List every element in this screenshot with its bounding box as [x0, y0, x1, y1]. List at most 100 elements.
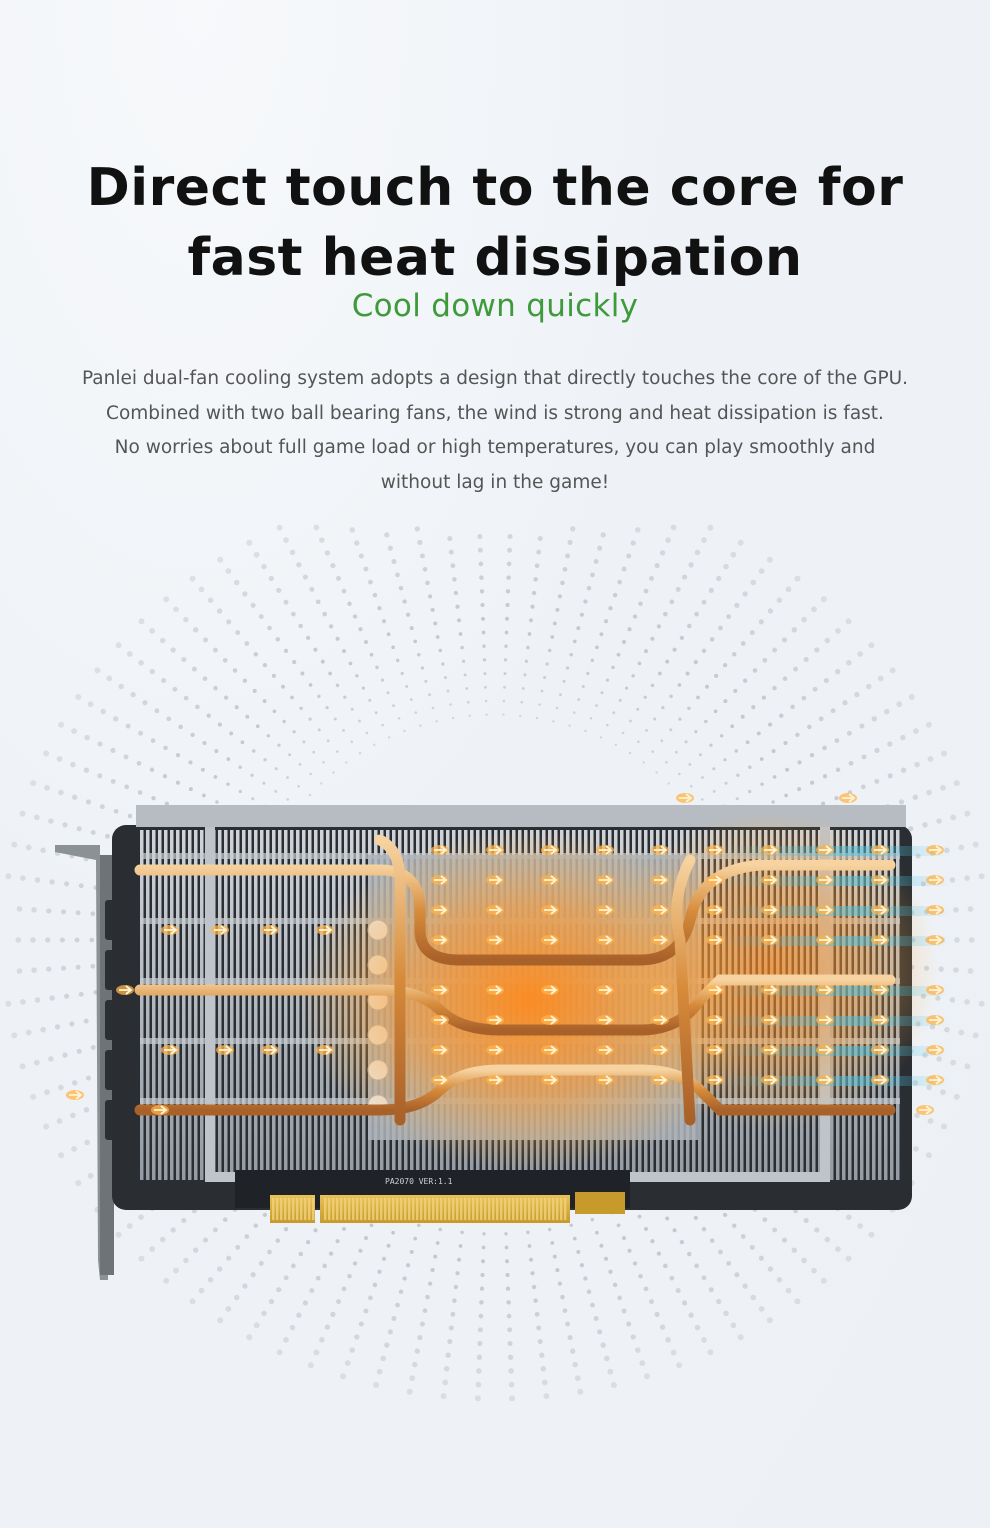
- feature-subtitle: Cool down quickly: [351, 288, 639, 324]
- burst-dot: [776, 1277, 783, 1283]
- burst-dot: [723, 699, 728, 704]
- burst-dot: [576, 626, 581, 631]
- burst-dot: [406, 612, 411, 617]
- burst-dot: [90, 1045, 96, 1050]
- arrow-head: [764, 1015, 778, 1025]
- headline-line-1: Direct touch to the core for: [86, 157, 904, 218]
- burst-dot: [576, 1249, 581, 1254]
- burst-dot: [766, 1317, 773, 1324]
- burst-dot: [226, 782, 230, 786]
- burst-dot: [771, 749, 776, 754]
- burst-dot: [207, 597, 214, 603]
- burst-dot: [283, 648, 289, 653]
- pcie-pin: [380, 1198, 383, 1220]
- pcie-pin: [280, 1198, 283, 1220]
- burst-dot: [794, 1298, 801, 1305]
- burst-dot: [682, 1300, 688, 1306]
- burst-dot: [733, 688, 738, 693]
- airflow-arrow-icon: [926, 1015, 944, 1025]
- airflow-arrow-icon: [651, 985, 669, 995]
- arrow-head: [654, 1045, 668, 1055]
- burst-dot: [822, 774, 828, 779]
- burst-dot: [707, 1349, 714, 1356]
- burst-dot: [644, 649, 648, 654]
- burst-dot: [175, 780, 180, 785]
- pcie-pin: [544, 1198, 547, 1220]
- burst-dot: [466, 700, 470, 704]
- burst-dot: [726, 614, 732, 620]
- burst-dot: [150, 738, 156, 743]
- burst-dot: [324, 1324, 331, 1330]
- burst-dot: [124, 784, 130, 790]
- burst-dot: [791, 627, 797, 633]
- burst-dot: [183, 1257, 189, 1264]
- burst-dot: [803, 656, 809, 663]
- airflow-arrow-icon: [816, 875, 834, 885]
- airflow-arrow-icon: [596, 985, 614, 995]
- burst-dot: [537, 1338, 543, 1345]
- burst-dot: [506, 1300, 511, 1305]
- arrow-head: [874, 1015, 888, 1025]
- burst-dot: [313, 647, 318, 652]
- burst-dot: [235, 630, 241, 636]
- burst-dot: [574, 1375, 581, 1382]
- burst-dot: [377, 606, 382, 611]
- burst-dot: [138, 1214, 144, 1220]
- burst-dot: [43, 750, 50, 757]
- burst-dot: [330, 563, 336, 569]
- burst-dot: [824, 1236, 831, 1243]
- burst-dot: [435, 1241, 440, 1245]
- burst-dot: [320, 782, 323, 785]
- burst-dot: [593, 1316, 599, 1321]
- burst-dot: [758, 1255, 764, 1261]
- airflow-arrow-icon: [431, 1015, 449, 1025]
- burst-dot: [123, 754, 129, 760]
- burst-dot: [234, 705, 239, 710]
- burst-dot: [731, 652, 737, 657]
- burst-dot: [723, 563, 729, 570]
- arrow-head: [819, 935, 833, 945]
- arrow-head: [214, 925, 228, 935]
- burst-dot: [663, 611, 668, 617]
- burst-dot: [173, 1267, 179, 1274]
- burst-dot: [530, 604, 535, 609]
- burst-dot: [900, 767, 907, 773]
- burst-dot: [480, 602, 485, 608]
- burst-dot: [478, 1313, 484, 1319]
- arrow-head: [434, 1015, 448, 1025]
- burst-dot: [874, 747, 880, 753]
- burst-dot: [352, 614, 358, 619]
- burst-dot: [503, 672, 507, 676]
- burst-dot: [342, 728, 345, 732]
- burst-dot: [616, 652, 621, 657]
- pcie-pin: [308, 1198, 311, 1220]
- arrow-head: [434, 985, 448, 995]
- burst-dot: [834, 795, 839, 801]
- burst-dot: [603, 1256, 609, 1261]
- burst-dot: [340, 1373, 347, 1380]
- burst-dot: [600, 1342, 606, 1348]
- burst-dot: [612, 711, 616, 715]
- burst-dot: [820, 1277, 827, 1284]
- burst-dot: [607, 1368, 614, 1375]
- burst-dot: [226, 619, 232, 625]
- burst-dot: [665, 761, 668, 764]
- burst-dot: [635, 527, 641, 533]
- burst-dot: [772, 775, 777, 779]
- burst-dot: [409, 698, 413, 701]
- burst-dot: [62, 822, 68, 828]
- burst-dot: [617, 579, 622, 585]
- fin: [296, 830, 300, 1180]
- burst-dot: [859, 723, 865, 729]
- airflow-arrow-icon: [541, 1015, 559, 1025]
- feature-description: Panlei dual-fan cooling system adopts a …: [60, 362, 930, 500]
- burst-dot: [164, 801, 169, 806]
- airflow-arrow-icon: [706, 985, 724, 995]
- fin: [290, 830, 294, 1180]
- pcie-pin: [420, 1198, 423, 1220]
- airflow-arrow-icon: [651, 935, 669, 945]
- burst-dot: [629, 719, 632, 723]
- arrow-head: [544, 875, 558, 885]
- pcie-pin: [272, 1198, 275, 1220]
